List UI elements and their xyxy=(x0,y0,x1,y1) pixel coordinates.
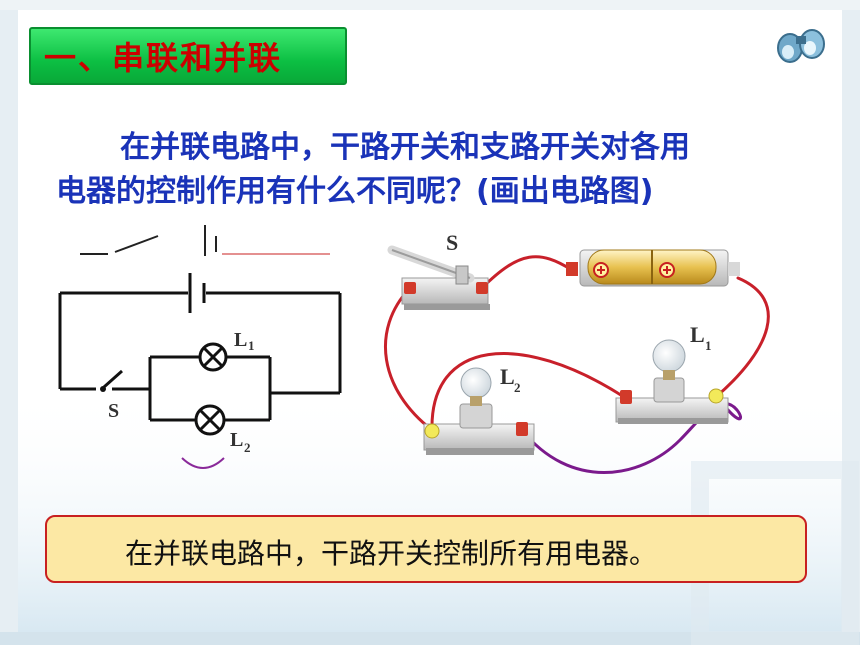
slide-title: 一、串联和并联 xyxy=(44,39,283,77)
title-banner xyxy=(29,27,347,85)
physical-wires xyxy=(383,255,770,474)
answer-text: 在并联电路中，干路开关控制所有用电器。 xyxy=(125,537,658,570)
physical-bulb-1: L 1 xyxy=(615,322,729,424)
physical-switch-label: S xyxy=(446,230,458,255)
schematic-battery xyxy=(188,273,206,313)
annotation-arc xyxy=(181,457,225,469)
physical-bulb1-label: L xyxy=(690,322,705,347)
schematic-lamp2-sub: 2 xyxy=(244,440,251,455)
schematic-lamp1-label: L xyxy=(234,329,247,351)
answer-box xyxy=(45,515,807,583)
question-line-2: 电器的控制作用有什么不同呢？(画出电路图) xyxy=(56,174,654,209)
physical-bulb2-label: L xyxy=(500,364,515,389)
physical-switch: S xyxy=(387,230,490,310)
schematic-lamp2-label: L xyxy=(230,429,243,451)
physical-bulb2-sub: 2 xyxy=(514,380,521,395)
binoculars-icon xyxy=(777,29,825,63)
schematic-lamp-2 xyxy=(194,404,226,436)
question-line-1: 在并联电路中，干路开关和支路开关对各用 xyxy=(120,130,690,165)
schematic-switch-label: S xyxy=(108,400,119,422)
physical-bulb1-sub: 1 xyxy=(705,338,712,353)
schematic-lamp-1 xyxy=(198,342,228,372)
schematic-wires xyxy=(58,291,342,422)
sketch-remnant xyxy=(80,225,330,256)
physical-battery xyxy=(566,249,740,287)
question-text: 在并联电路中，干路开关和支路开关对各用 电器的控制作用有什么不同呢？(画出电路图… xyxy=(56,126,776,214)
schematic-switch xyxy=(100,386,106,392)
physical-bulb-2: L 2 xyxy=(423,364,535,455)
schematic-lamp1-sub: 1 xyxy=(248,338,255,353)
